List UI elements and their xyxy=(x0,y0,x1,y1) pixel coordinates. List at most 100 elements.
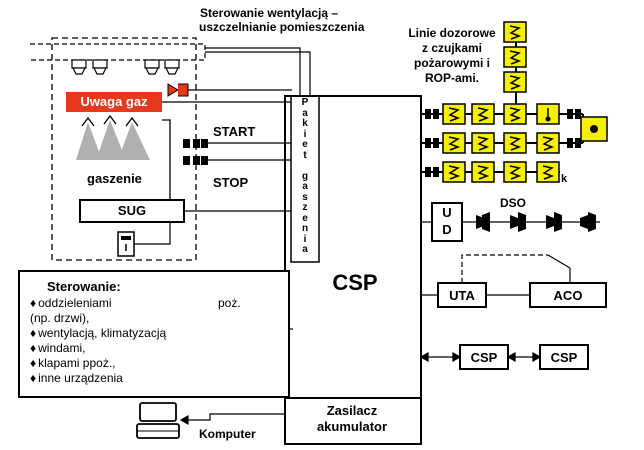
line-terminator xyxy=(567,109,573,119)
manual-call-point-icon xyxy=(580,116,608,142)
computer-label: Komputer xyxy=(199,427,256,441)
ud-d-label: D xyxy=(442,222,452,237)
smoke-detector-icon xyxy=(503,103,527,125)
smoke-detector-icon xyxy=(503,132,527,154)
smoke-detector-icon xyxy=(503,161,527,183)
package-letter: a xyxy=(302,244,308,255)
manual-trigger-icon xyxy=(117,231,135,257)
ud-u-label: U xyxy=(442,205,452,220)
protected-room-boundary xyxy=(51,37,197,261)
package-letter: g xyxy=(301,170,309,182)
detector-lines-label-2: z czujkami xyxy=(421,41,483,55)
line-terminator xyxy=(433,167,439,177)
package-letter: i xyxy=(303,128,307,140)
detector-lines-label-3: pożarowymi i xyxy=(413,56,490,70)
package-letter: i xyxy=(303,233,307,245)
stop-label: STOP xyxy=(213,175,249,190)
control-item-text: inne urządzenia xyxy=(38,371,123,385)
line-terminator xyxy=(575,109,581,119)
bullet-icon: ♦ xyxy=(30,326,37,340)
package-letter: a xyxy=(302,107,308,119)
bullet-icon: ♦ xyxy=(30,356,37,370)
ventilation-control-wires xyxy=(205,47,311,97)
gas-warning-sign xyxy=(66,92,162,112)
package-letter: a xyxy=(302,181,308,192)
line-terminator xyxy=(425,138,431,148)
start-label: START xyxy=(213,124,256,139)
csp-node-b-label: CSP xyxy=(550,350,578,365)
smoke-detector-icon xyxy=(442,132,466,154)
control-item-text: klapami ppoż., xyxy=(38,356,116,370)
smoke-detector-icon xyxy=(471,103,495,125)
aco-label: ACO xyxy=(553,288,583,303)
heat-detector-icon xyxy=(536,103,560,125)
package-letter: s xyxy=(302,191,308,203)
package-letter xyxy=(292,161,318,172)
power-label-1: Zasilacz xyxy=(326,403,378,418)
line-terminator xyxy=(425,167,431,177)
smoke-detector-icon xyxy=(503,71,527,93)
aco-box xyxy=(529,282,607,308)
package-letter: n xyxy=(301,223,309,234)
control-item-text: oddzieleniami xyxy=(38,296,112,310)
sug-label: SUG xyxy=(117,203,147,218)
control-panel-title: Sterowanie: xyxy=(47,279,121,294)
valve-icon xyxy=(167,83,189,97)
bullet-icon: ♦ xyxy=(30,371,37,385)
nozzle-icons xyxy=(71,59,180,75)
detector-lines-label-4: ROP-ami. xyxy=(424,71,479,85)
smoke-detector-icon xyxy=(471,161,495,183)
line-terminator xyxy=(575,138,581,148)
package-letter: P xyxy=(301,97,309,108)
gas-warning-label: Uwaga gaz xyxy=(80,94,148,109)
uta-label: UTA xyxy=(449,288,475,303)
line-terminator xyxy=(433,138,439,148)
network-arrows xyxy=(419,351,542,363)
computer-icon xyxy=(136,402,180,439)
smoke-detector-icon xyxy=(442,161,466,183)
csp-main-label: CSP xyxy=(332,270,378,295)
package-letter: k xyxy=(302,118,308,129)
ventilation-title-line2: uszczelnianie pomieszczenia xyxy=(199,20,365,34)
control-item: (np. drzwi), xyxy=(30,311,270,325)
smoke-detector-icon xyxy=(471,132,495,154)
control-item-text: (np. drzwi), xyxy=(30,311,90,325)
control-item: ♦windami, xyxy=(30,341,270,355)
smoke-detector-icon xyxy=(442,103,466,125)
k-mark-label: k xyxy=(561,173,568,185)
smoke-detector-icon xyxy=(536,161,560,183)
dso-label: DSO xyxy=(500,196,527,210)
smoke-detector-icon xyxy=(503,21,527,43)
control-item-text-right: poż. xyxy=(218,296,241,310)
smoke-detector-icon xyxy=(503,46,527,68)
line-terminator xyxy=(433,109,439,119)
extinguishing-spray xyxy=(76,114,150,160)
extinguishing-package-box xyxy=(290,95,320,263)
ventilation-title-line1: Sterowanie wentylacją – xyxy=(200,6,339,20)
smoke-detector-icon xyxy=(536,132,560,154)
power-label-2: akumulator xyxy=(316,419,388,434)
start-stop-buttons xyxy=(183,139,208,165)
extinguishing-label: gaszenie xyxy=(87,171,142,186)
line-terminator xyxy=(425,109,431,119)
line-terminators xyxy=(425,109,581,177)
csp-node-b-box xyxy=(539,344,589,370)
control-item-text: windami, xyxy=(38,341,86,355)
control-item-text: wentylacją, klimatyzacją xyxy=(38,326,167,340)
csp-node-a-label: CSP xyxy=(470,350,498,365)
package-letter: e xyxy=(302,212,308,224)
control-item: ♦klapami ppoż., xyxy=(30,356,270,370)
control-item: ♦oddzieleniami poż. xyxy=(30,296,270,310)
package-letter: z xyxy=(302,202,308,213)
detector-lines-label-1: Linie dozorowe xyxy=(408,26,496,40)
control-item: ♦inne urządzenia xyxy=(30,371,270,385)
bullet-icon: ♦ xyxy=(30,341,37,355)
bullet-icon: ♦ xyxy=(30,296,37,310)
smoke-detector-group xyxy=(442,21,560,183)
package-letter: t xyxy=(303,149,307,161)
control-item: ♦wentylacją, klimatyzacją xyxy=(30,326,270,340)
siren-icon xyxy=(476,212,596,232)
